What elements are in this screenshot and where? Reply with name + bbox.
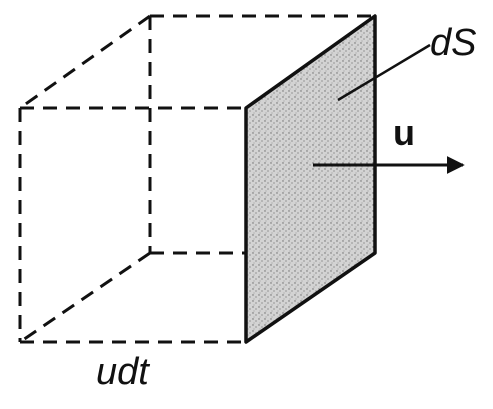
dS-label: dS bbox=[430, 22, 476, 64]
surface-element-dS bbox=[244, 14, 377, 344]
dS-leader-line bbox=[337, 43, 431, 102]
velocity-label: u bbox=[393, 112, 415, 153]
top-left-diagonal-edge bbox=[19, 14, 151, 110]
udt-label: udt bbox=[96, 351, 150, 393]
bottom-left-diagonal-edge bbox=[19, 251, 151, 344]
